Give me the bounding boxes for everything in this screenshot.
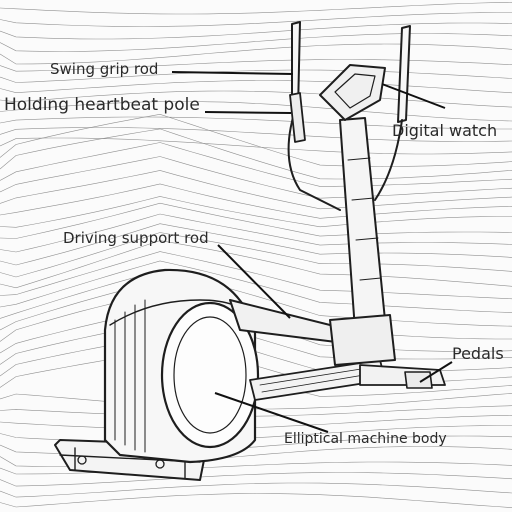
column-detail — [347, 157, 382, 281]
hatch-line — [0, 142, 512, 187]
hatch-line — [0, 472, 512, 487]
leader-lines — [171, 71, 453, 433]
label-swing-grip-rod: Swing grip rod — [50, 60, 159, 78]
hatch-line — [0, 493, 512, 508]
hatch-line — [0, 461, 512, 475]
label-digital-watch: Digital watch — [392, 121, 498, 140]
hatch-line — [0, 59, 512, 72]
hatch-line — [0, 196, 512, 228]
label-holding-heartbeat-pole: Holding heartbeat pole — [4, 95, 200, 115]
column-base — [329, 314, 396, 366]
hatch-line — [0, 80, 512, 94]
flywheel — [160, 301, 260, 449]
label-pedals: Pedals — [452, 344, 504, 363]
hatch-line — [0, 183, 512, 219]
hatch-line — [0, 240, 512, 289]
hatch-line — [0, 113, 512, 167]
hatch-line — [0, 69, 512, 83]
hatch-line — [0, 43, 512, 65]
hatch-line — [0, 270, 512, 327]
flywheel-inner — [173, 316, 247, 434]
machine-illustration — [54, 21, 446, 481]
hatch-line — [0, 213, 512, 253]
hatch-line — [0, 2, 512, 15]
leader-elliptical-machine-body — [214, 392, 329, 433]
main-column — [339, 117, 386, 331]
leader-swing-grip-rod — [171, 71, 294, 75]
foot-bolt — [77, 455, 87, 465]
hatch-line — [0, 137, 512, 155]
label-elliptical-machine-body: Elliptical machine body — [284, 431, 447, 447]
grip-arm-curve-right — [374, 119, 403, 201]
hatch-line — [0, 156, 512, 199]
hatch-line — [0, 223, 512, 266]
hatch-line — [0, 170, 512, 210]
hatch-line — [0, 482, 512, 498]
hatch-line — [0, 116, 512, 130]
leader-digital-watch — [381, 83, 446, 109]
leader-driving-support-rod — [217, 244, 291, 319]
housing-ribs — [114, 299, 146, 453]
console — [319, 64, 386, 121]
hatch-line — [0, 251, 512, 300]
hatch-line — [0, 12, 512, 27]
heartbeat-pole — [289, 92, 306, 143]
hatch-line — [0, 232, 512, 278]
hatch-line — [0, 128, 512, 180]
label-driving-support-rod: Driving support rod — [63, 229, 209, 247]
hatch-line — [0, 22, 512, 40]
leader-holding-heartbeat-pole — [204, 111, 292, 114]
leader-pedals — [419, 361, 453, 383]
hatch-line — [0, 202, 512, 239]
hatch-line — [0, 127, 512, 142]
swing-grip-rod-right — [397, 25, 411, 123]
console-screen — [334, 73, 376, 109]
hatch-line — [0, 33, 512, 52]
hatch-line — [0, 101, 512, 122]
pedal — [404, 371, 433, 389]
